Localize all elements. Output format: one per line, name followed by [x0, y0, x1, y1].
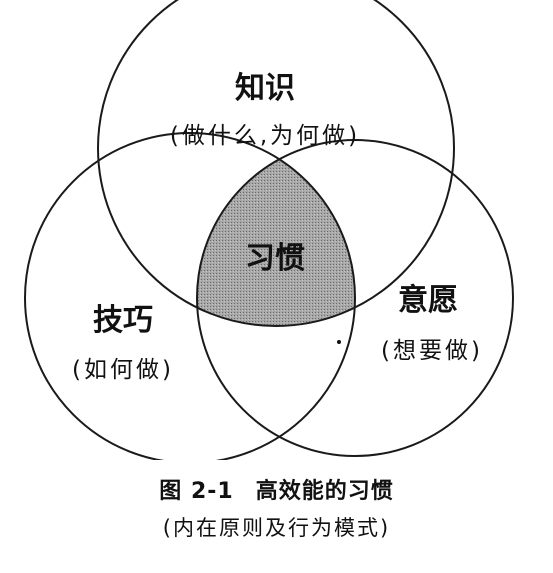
desire-desc: (想要做)	[381, 338, 483, 364]
desire-title: 意愿	[398, 283, 458, 318]
knowledge-desc: (做什么,为何做)	[170, 123, 360, 149]
figure-caption: 图 2-1 高效能的习惯	[0, 473, 553, 505]
habit-intersection	[197, 140, 355, 326]
habit-title: 习惯	[245, 241, 305, 276]
knowledge-title: 知识	[235, 71, 295, 106]
skills-circle	[24, 132, 356, 460]
desire-circle	[196, 139, 514, 457]
figure-number: 图 2-1	[159, 479, 234, 504]
venn-diagram: 知识 (做什么,为何做) 习惯 技巧 (如何做) 意愿 (想要做)	[24, 0, 514, 460]
figure-subtitle: (内在原则及行为模式)	[162, 516, 391, 540]
knowledge-circle	[97, 0, 455, 327]
stray-dot	[337, 340, 341, 344]
figure-title: 高效能的习惯	[255, 479, 394, 504]
skills-title: 技巧	[93, 303, 153, 338]
skills-desc: (如何做)	[72, 357, 174, 383]
